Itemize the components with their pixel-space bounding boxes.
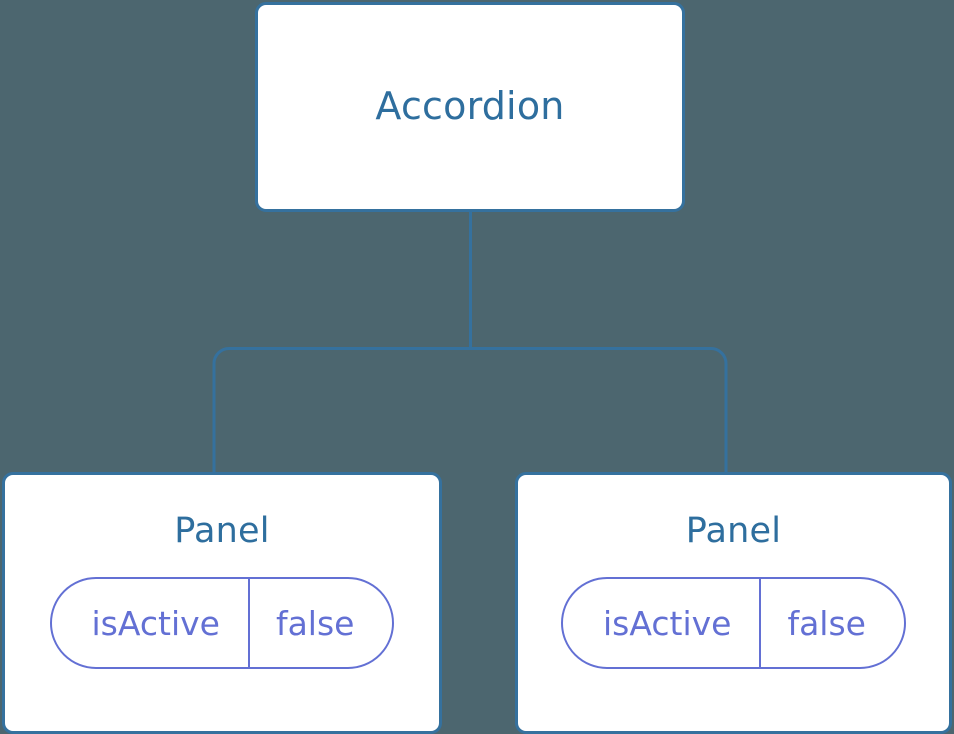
prop-value: false <box>247 579 393 668</box>
prop-key: isActive <box>91 603 220 643</box>
node-title: Accordion <box>375 84 565 129</box>
connector-bus-right <box>470 347 728 474</box>
prop-pill[interactable]: isActive false <box>49 577 395 670</box>
node-panel-1[interactable]: Panel isActive false <box>2 472 442 734</box>
node-title: Panel <box>174 511 270 551</box>
node-panel-2[interactable]: Panel isActive false <box>515 472 952 734</box>
node-accordion[interactable]: Accordion <box>255 2 685 212</box>
connector-bus-left <box>212 347 471 474</box>
prop-pill[interactable]: isActive false <box>561 577 906 670</box>
prop-key: isActive <box>603 603 732 643</box>
node-title: Panel <box>685 511 782 551</box>
prop-value: false <box>759 579 904 668</box>
